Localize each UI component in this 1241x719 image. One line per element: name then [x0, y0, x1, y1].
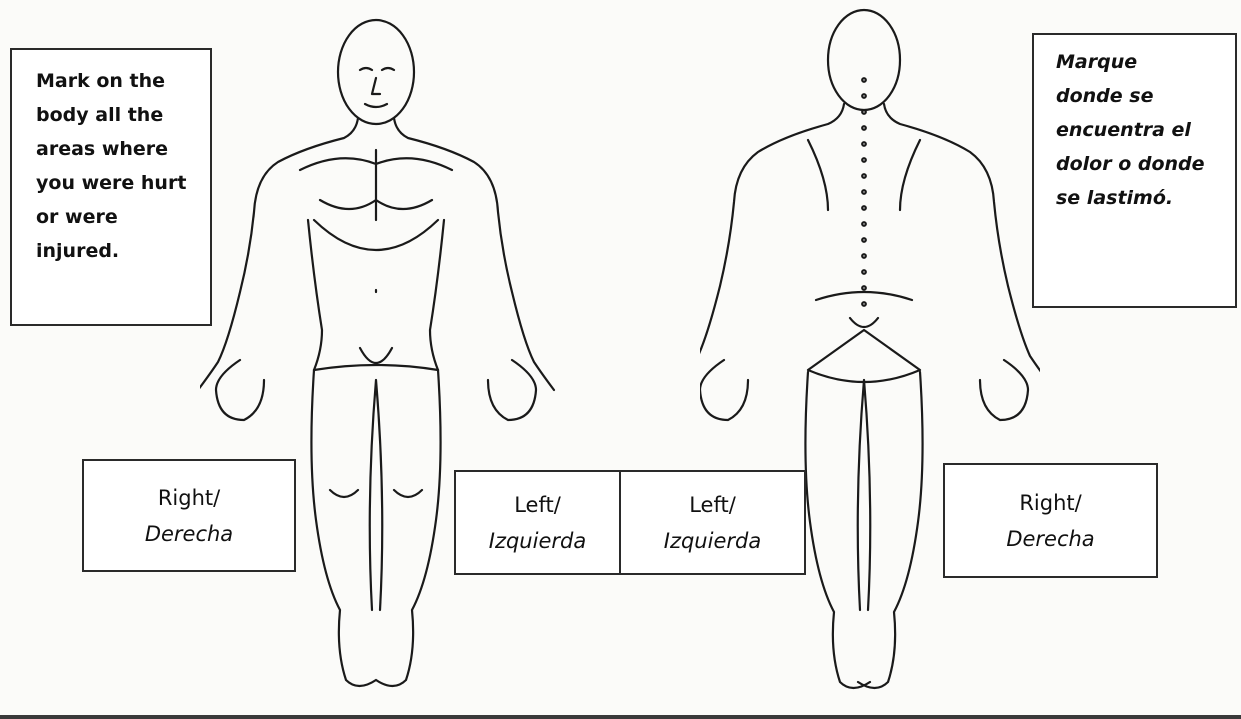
instructions-spanish: Marque donde se encuentra el dolor o don…	[1032, 33, 1237, 308]
front-face	[360, 68, 394, 107]
back-right-label-en: Right/	[1019, 485, 1081, 521]
front-body-figure[interactable]	[200, 0, 560, 719]
back-legs	[805, 372, 922, 688]
back-torso-outline	[700, 104, 1040, 384]
instructions-english: Mark on the body all the areas where you…	[10, 48, 212, 326]
front-left-label-es: Izquierda	[489, 523, 586, 559]
back-right-label-es: Derecha	[1006, 521, 1094, 557]
front-head	[338, 20, 414, 124]
front-chest	[300, 150, 452, 220]
front-left-side-label: Left/ Izquierda	[454, 470, 621, 575]
back-spine	[862, 78, 866, 306]
front-right-label-es: Derecha	[145, 516, 233, 552]
front-torso-sides	[308, 220, 444, 370]
front-abdomen	[314, 220, 438, 292]
front-right-label-en: Right/	[158, 480, 220, 516]
front-legs	[311, 370, 440, 686]
back-left-label-es: Izquierda	[664, 523, 761, 559]
front-right-side-label: Right/ Derecha	[82, 459, 296, 572]
front-left-label-en: Left/	[514, 487, 561, 523]
back-right-side-label: Right/ Derecha	[943, 463, 1158, 578]
front-pelvis	[314, 348, 438, 370]
back-left-label-en: Left/	[689, 487, 736, 523]
back-left-side-label: Left/ Izquierda	[619, 470, 806, 575]
front-knees	[330, 490, 422, 497]
back-body-figure[interactable]	[700, 0, 1040, 719]
page-bottom-edge	[0, 715, 1241, 719]
